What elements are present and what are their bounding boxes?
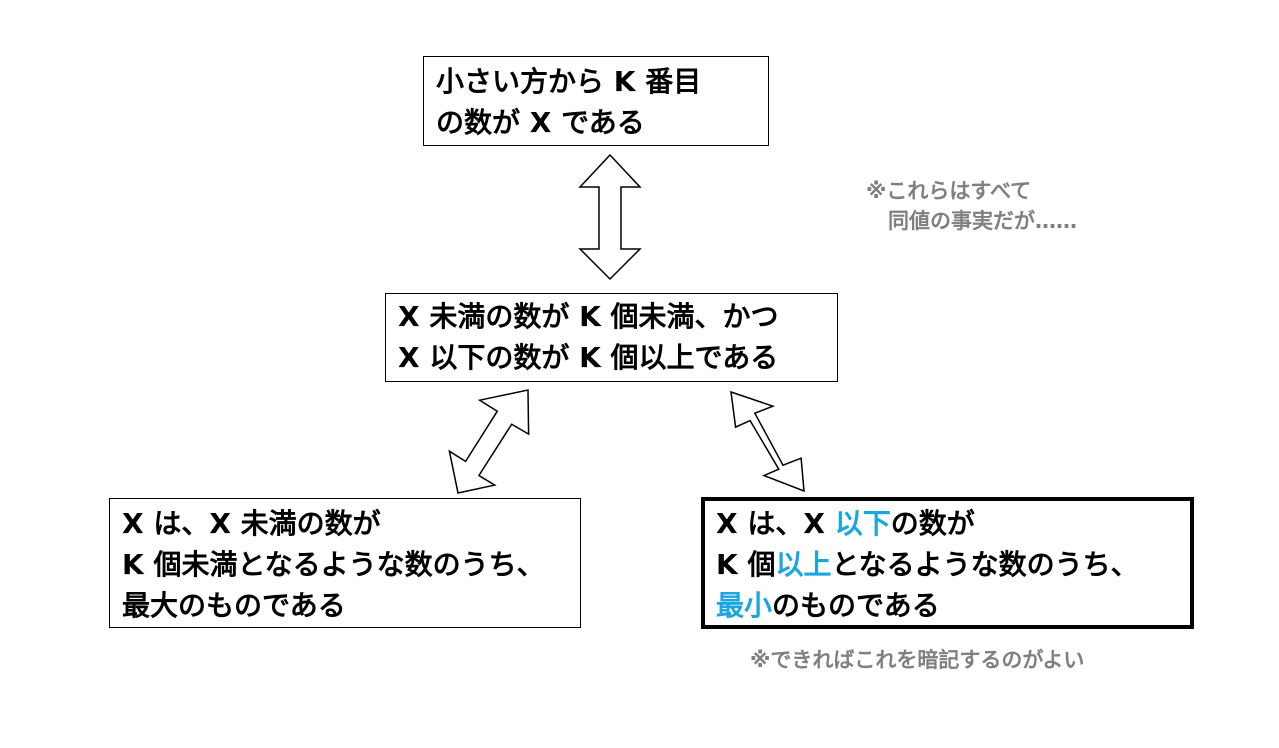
box-kth-smallest: 小さい方から K 番目 の数が X である (423, 56, 769, 146)
box-min-characterization-line1: X は、X 以下の数が (716, 503, 1190, 544)
box-kth-smallest-line2: の数が X である (436, 106, 645, 139)
note-equivalence-line1: ※これらはすべて (866, 179, 1032, 203)
box-max-characterization-line2: K 個未満となるような数のうち、 (122, 548, 545, 581)
line1-text-b: の数が (890, 507, 975, 540)
box-min-characterization-line2: K 個以上となるような数のうち、 (716, 544, 1190, 585)
double-arrow-vertical-icon (578, 153, 642, 281)
box-min-characterization: X は、X 以下の数が K 個以上となるような数のうち、 最小のものである (701, 497, 1194, 629)
box-count-condition-line2: X 以下の数が K 個以上である (398, 341, 779, 374)
highlight-ijou: 以上 (775, 548, 832, 581)
box-max-characterization-line3: 最大のものである (122, 589, 346, 622)
box-min-characterization-line3: 最小のものである (716, 585, 1190, 626)
line2-text-b: となるような数のうち、 (831, 548, 1139, 581)
line2-text-a: K 個 (716, 548, 776, 581)
note-memorize: ※できればこれを暗記するのがよい (750, 645, 1084, 675)
box-kth-smallest-line1: 小さい方から K 番目 (436, 65, 702, 98)
box-max-characterization-line1: X は、X 未満の数が (122, 507, 381, 540)
box-max-characterization: X は、X 未満の数が K 個未満となるような数のうち、 最大のものである (109, 498, 581, 628)
highlight-saishou: 最小 (716, 589, 773, 622)
note-memorize-text: ※できればこれを暗記するのがよい (750, 648, 1085, 672)
note-equivalence-line2: 同値の事実だが…… (888, 209, 1077, 233)
line3-text-b: のものである (772, 589, 940, 622)
double-arrow-left-icon (448, 389, 530, 494)
double-arrow-right-icon (730, 390, 805, 493)
box-count-condition-line1: X 未満の数が K 個未満、かつ (398, 300, 779, 333)
line1-text-a: X は、X (716, 507, 835, 540)
box-count-condition: X 未満の数が K 個未満、かつ X 以下の数が K 個以上である (385, 293, 838, 382)
note-equivalence: ※これらはすべて 同値の事実だが…… (866, 176, 1077, 236)
highlight-ika: 以下 (834, 507, 891, 540)
